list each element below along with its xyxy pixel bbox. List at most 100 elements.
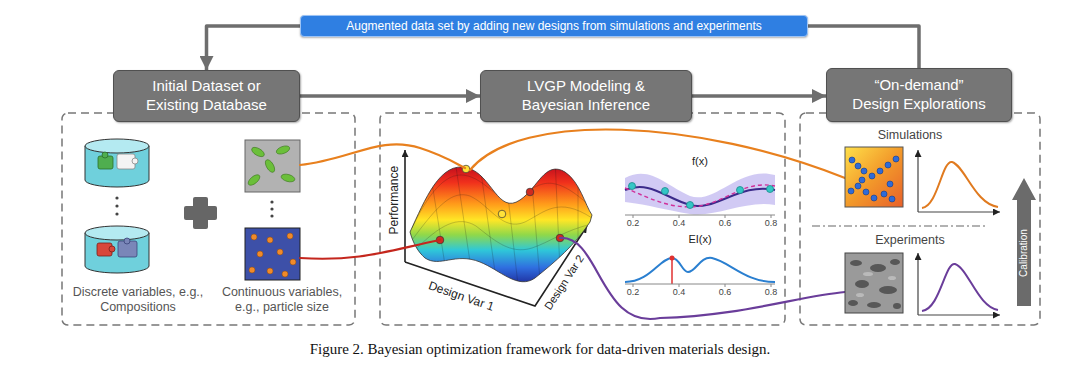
micrograph-image [845, 253, 903, 313]
sample-point [498, 210, 506, 218]
arrow-shape [1012, 178, 1036, 306]
database-cylinder [102, 152, 108, 158]
acquisition-plot [670, 256, 675, 261]
link-curve [300, 129, 845, 319]
simulation-image [845, 147, 903, 207]
particle-image [287, 233, 293, 239]
gp-plot [625, 173, 775, 214]
plot-title: EI(x) [688, 233, 711, 246]
response-surface [530, 160, 540, 280]
link-curve [470, 129, 845, 178]
response-surface [412, 175, 592, 228]
gp-plot [625, 215, 775, 218]
particle-image [250, 145, 266, 158]
response-surface [578, 170, 579, 255]
plus-sign [184, 206, 217, 220]
property-plot [922, 264, 998, 311]
dashed-panel [62, 113, 355, 325]
figure-caption: Figure 2. Bayesian optimization framewor… [20, 340, 1060, 358]
gp-plot [737, 187, 744, 194]
micrograph-image [893, 303, 901, 309]
response-surface [555, 158, 560, 270]
link-curve [560, 238, 845, 319]
ellipsis-dots [115, 204, 118, 207]
tick-label: 0.2 [627, 218, 640, 229]
particle-image [263, 158, 276, 174]
particle-image [249, 233, 296, 277]
micrograph-image [863, 272, 873, 276]
particle-image [277, 249, 283, 255]
simulation-image [881, 191, 887, 197]
gp-plot [767, 186, 774, 193]
simulation-image [885, 162, 891, 168]
sample-point [436, 165, 564, 244]
response-surface [415, 222, 592, 250]
box-title: “On-demand” Design Explorations [835, 76, 1003, 114]
axis-title: Performance [387, 166, 401, 235]
particle-image [280, 173, 295, 183]
gp-plot [687, 202, 694, 209]
micrograph-image [890, 259, 900, 265]
edge-label-box: Augmented data set by adding new designs… [300, 15, 808, 37]
simulation-image [893, 156, 899, 162]
property-plot [918, 211, 1000, 212]
simulation-image [845, 147, 903, 207]
box-title: Initial Dataset or Existing Database [122, 77, 291, 115]
particle-image [245, 228, 300, 280]
connector-arrow [692, 94, 826, 98]
particle-image [251, 234, 257, 240]
panel-caption: Continuous variables, e.g., particle siz… [210, 285, 354, 315]
particle-image [267, 237, 273, 243]
gp-plot [662, 188, 669, 195]
micrograph-image [856, 293, 864, 297]
tick-label: 0.8 [765, 218, 778, 229]
simulation-image [849, 157, 855, 163]
property-plot [922, 162, 998, 208]
calibration-arrow: Calibration [1012, 178, 1036, 306]
tick-label: 0.2 [627, 287, 640, 298]
simulation-image [855, 163, 861, 169]
particle-image [290, 259, 296, 265]
acquisition-plot [625, 284, 775, 287]
micrograph-image [848, 259, 901, 309]
micrograph-image [888, 276, 896, 280]
particle-image [267, 268, 273, 274]
sample-point [526, 188, 534, 196]
panel-caption: Discrete variables, e.g., Compositions [68, 285, 208, 315]
database-cylinder [109, 246, 115, 252]
database-cylinder [85, 226, 149, 240]
simulation-image [855, 183, 861, 189]
ellipsis-dots [270, 200, 273, 203]
micrograph-image [856, 272, 896, 297]
gp-plot [625, 185, 775, 207]
micrograph-image [879, 286, 897, 294]
box-title: LVGP Modeling & Bayesian Inference [489, 77, 683, 115]
particle-image [275, 144, 291, 155]
axis-title: Design Var 2 [541, 253, 586, 313]
response-surface [455, 160, 470, 262]
section-title: Simulations [878, 128, 943, 143]
particle-image [245, 140, 300, 192]
simulation-image [859, 177, 865, 183]
tick-label: 0.6 [719, 218, 732, 229]
ellipsis-dots [115, 196, 118, 199]
dashed-panel [380, 113, 785, 325]
process-box: LVGP Modeling & Bayesian Inference [480, 70, 692, 122]
gp-plot [625, 173, 775, 218]
particle-image [245, 140, 300, 280]
edge-label: Augmented data set by adding new designs… [346, 19, 762, 33]
divider-line [812, 225, 985, 226]
micrograph-image [850, 260, 862, 266]
simulation-image [871, 195, 877, 201]
response-surface [430, 170, 445, 265]
link-curve [300, 144, 465, 168]
section-title: Experiments [875, 233, 944, 248]
simulation-image [861, 168, 867, 174]
database-cylinder [132, 158, 138, 164]
simulation-image [887, 181, 893, 187]
response-surface [505, 170, 518, 285]
surface-axis [404, 150, 406, 262]
